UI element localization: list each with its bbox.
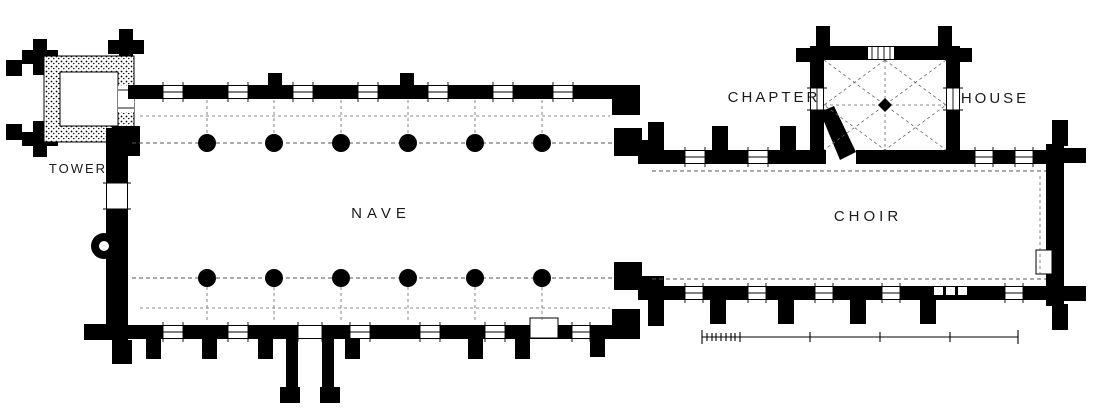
label-choir: CHOIR <box>834 208 902 225</box>
label-tower: TOWER <box>49 161 107 176</box>
wall-recess <box>529 317 559 339</box>
scale-bar <box>701 330 1019 344</box>
nave-north-windows <box>162 82 574 102</box>
nave-south-windows <box>162 322 591 342</box>
crossing-structure <box>612 85 664 339</box>
room-labels: TOWER NAVE CHOIR CHAPTER HOUSE <box>49 89 1029 225</box>
chapter-house-structure <box>796 26 972 164</box>
nave-columns <box>198 134 551 287</box>
nave-arcade-lines <box>132 100 650 322</box>
label-chapter: CHAPTER <box>728 89 821 106</box>
label-house: HOUSE <box>961 90 1029 107</box>
altar-recess <box>1035 249 1053 275</box>
nave-structure <box>128 73 650 359</box>
south-porch-structure <box>280 322 340 403</box>
choir-structure <box>648 120 1086 330</box>
label-nave: NAVE <box>351 205 411 222</box>
vault-center-boss <box>878 98 892 112</box>
tower-structure <box>6 29 144 364</box>
choir-aisle-lines <box>652 170 1046 280</box>
nave-south-buttresses <box>146 339 605 359</box>
